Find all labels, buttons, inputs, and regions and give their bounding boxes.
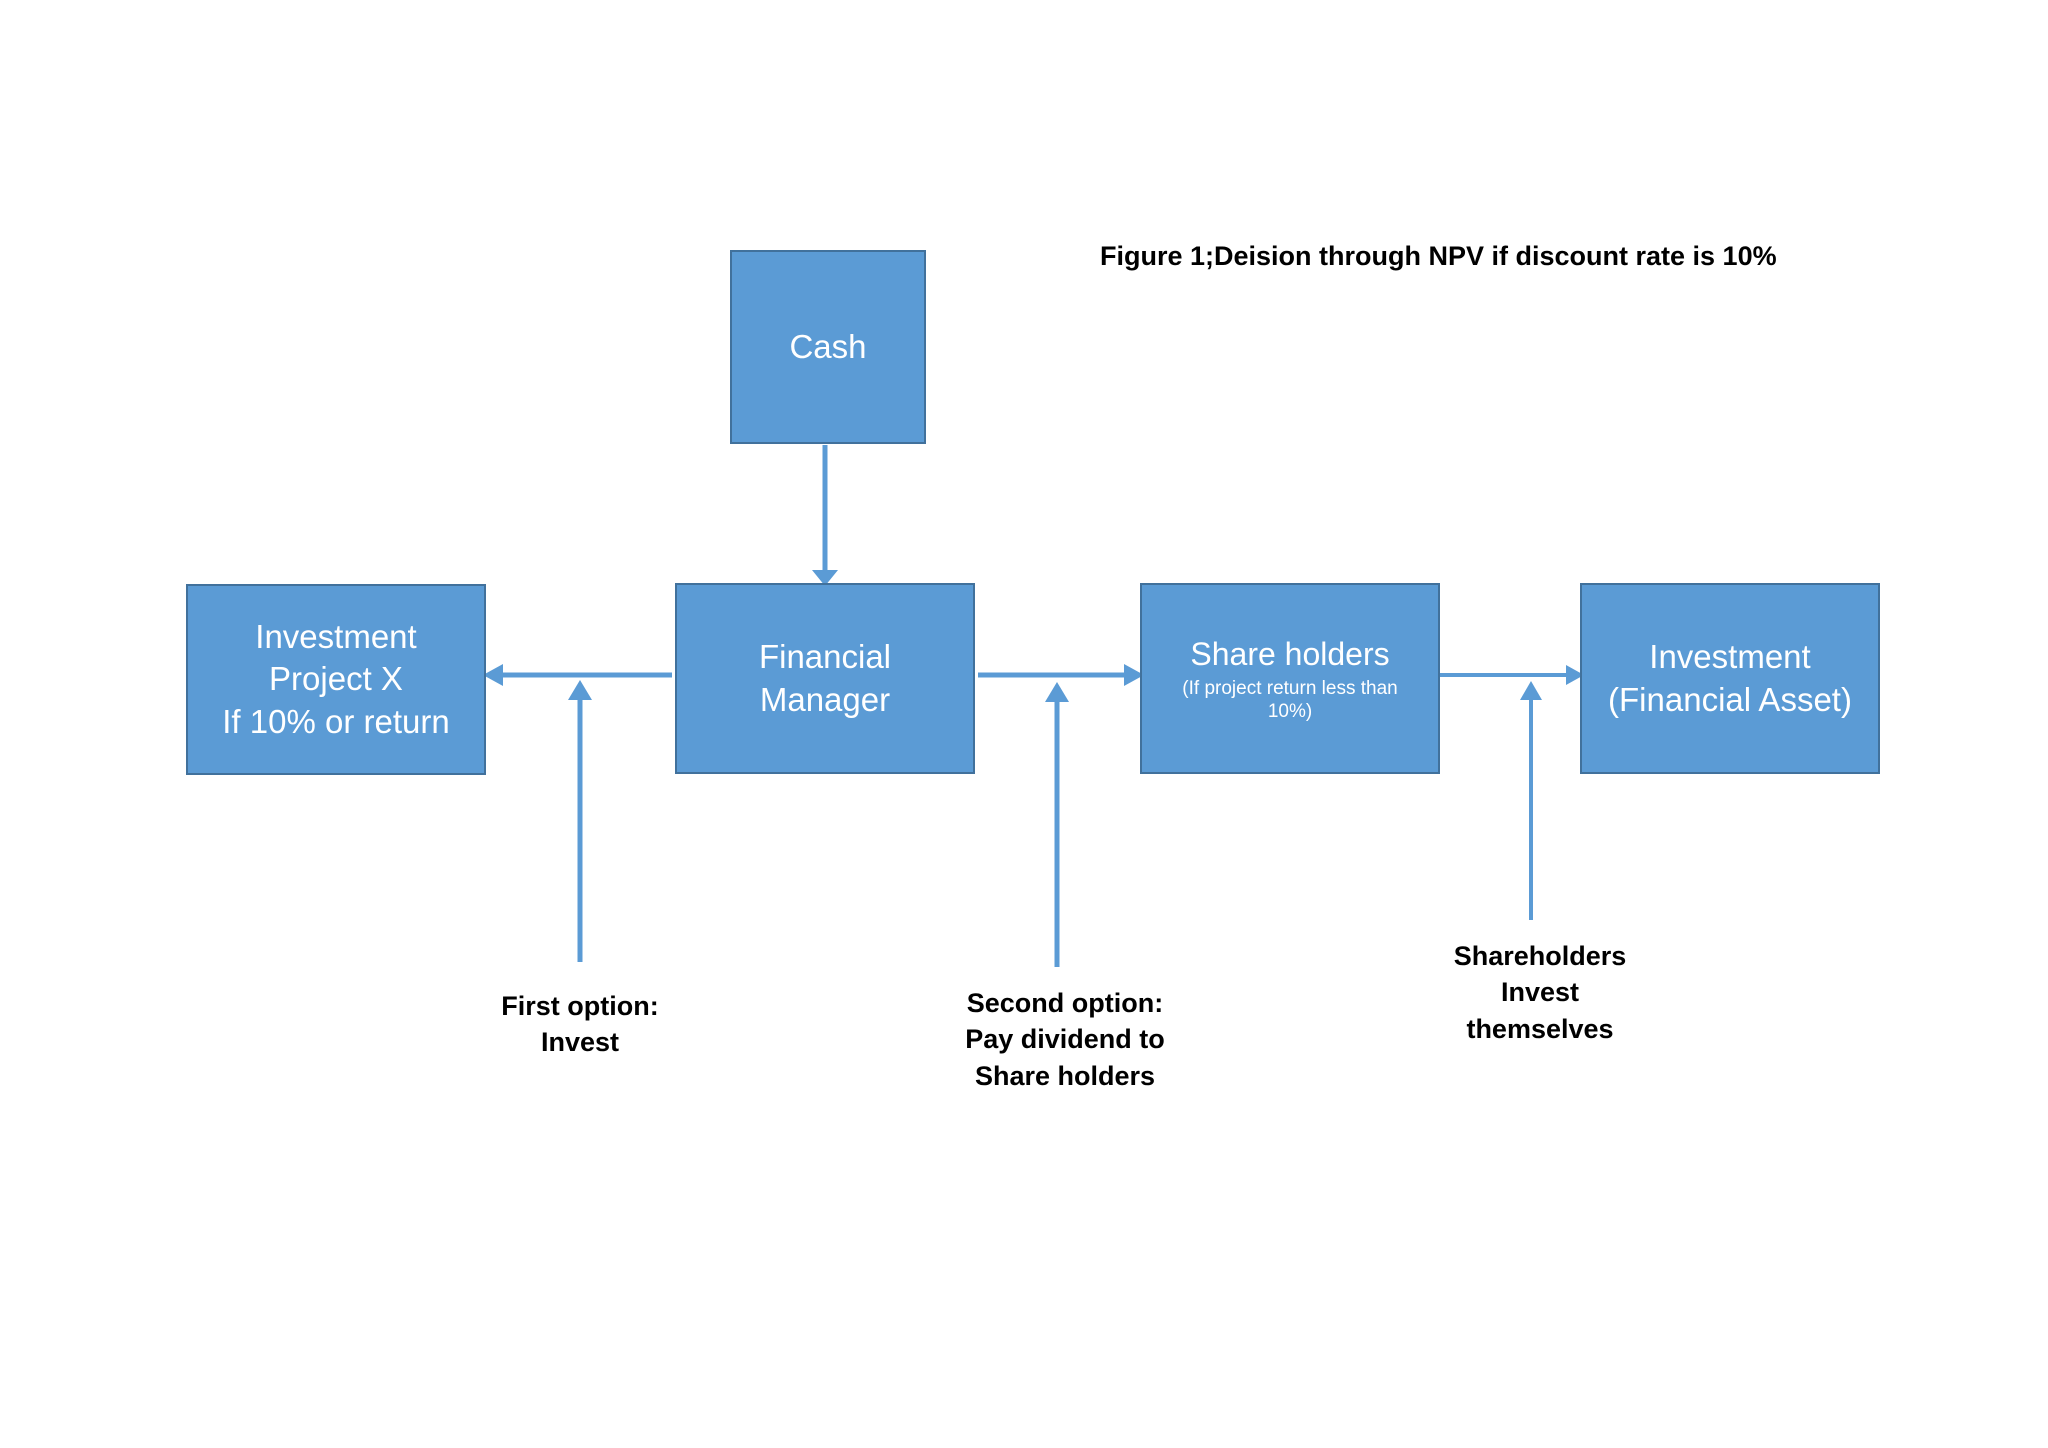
node-financial-manager[interactable]: Financial Manager	[675, 583, 975, 774]
connector-first-option-arrowhead	[568, 680, 592, 700]
node-share-holders[interactable]: Share holders (If project return less th…	[1140, 583, 1440, 774]
node-investment-project[interactable]: Investment Project X If 10% or return	[186, 584, 486, 775]
node-investment-project-label: Investment Project X If 10% or return	[222, 618, 450, 740]
caption-shareholders-invest: Shareholders Invest themselves	[1453, 941, 1627, 1044]
node-share-holders-sublabel: (If project return less than 10%)	[1182, 677, 1398, 722]
node-cash[interactable]: Cash	[730, 250, 926, 444]
caption-second-option: Second option: Pay dividend to Share hol…	[965, 988, 1165, 1091]
connector-investment-project-arrowhead	[483, 664, 503, 686]
node-financial-manager-label: Financial Manager	[758, 638, 892, 718]
node-investment-financial-asset-label: Investment (Financial Asset)	[1608, 638, 1852, 718]
caption-first-option: First option: Invest	[501, 991, 659, 1058]
node-share-holders-label: Share holders	[1190, 635, 1390, 672]
node-investment-financial-asset[interactable]: Investment (Financial Asset)	[1580, 583, 1880, 774]
figure-title: Figure 1;Deision through NPV if discount…	[1100, 241, 1777, 271]
connector-second-option-arrowhead	[1045, 682, 1069, 702]
node-cash-label: Cash	[789, 327, 867, 365]
connector-shareholders-invest-arrowhead	[1520, 681, 1542, 700]
